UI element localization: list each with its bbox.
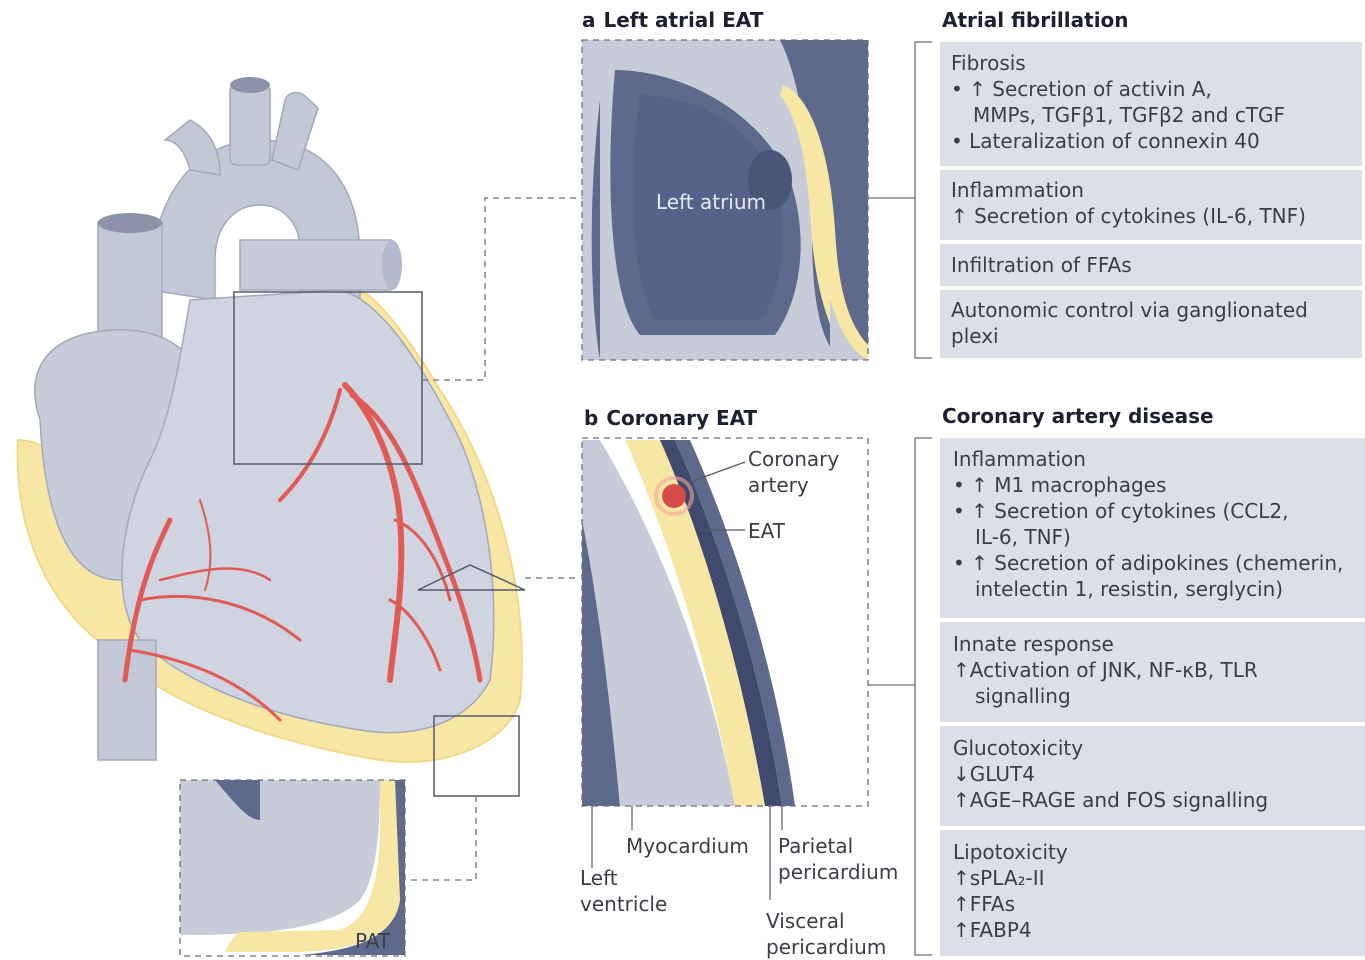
cad-inflammation-line: IL-6, TNF) [953,524,1365,550]
af-box-fibrosis: Fibrosis • ↑ Secretion of activin A, MMP… [940,42,1362,166]
label-visceral-pericardium: Visceral pericardium [766,908,886,960]
label-left-ventricle-line1: Left [580,865,667,891]
cad-innate-line: signalling [953,683,1365,709]
cad-box-glucotoxicity: Glucotoxicity ↓GLUT4 ↑AGE–RAGE and FOS s… [940,726,1365,826]
cad-inflammation-line: • ↑ Secretion of cytokines (CCL2, [953,498,1365,524]
pat-label: PAT [355,928,390,954]
af-fibrosis-title: Fibrosis [951,50,1362,76]
af-box-inflammation: Inflammation ↑ Secretion of cytokines (I… [940,170,1362,240]
panel-a-title-text: Left atrial EAT [604,8,764,32]
af-fibrosis-line: • Lateralization of connexin 40 [951,128,1362,154]
af-autonomic-line: plexi [951,323,1362,349]
af-inflammation-title: Inflammation [951,177,1362,203]
panel-a-letter: a [582,8,596,32]
cad-innate-title: Innate response [953,631,1365,657]
aorta-branch-3 [165,120,220,175]
cad-inflammation-line: • ↑ M1 macrophages [953,472,1365,498]
cad-glucotoxicity-line: ↓GLUT4 [953,761,1365,787]
aorta-branch-1 [230,85,270,165]
af-box-autonomic: Autonomic control via ganglionated plexi [940,290,1362,358]
label-myocardium: Myocardium [626,833,749,859]
panel-b-title-text: Coronary EAT [606,406,757,430]
label-coronary-artery: Coronary artery [748,446,839,498]
cad-inflammation-line: • ↑ Secretion of adipokines (chemerin, [953,550,1365,576]
cad-box-innate: Innate response ↑Activation of JNK, NF-κ… [940,622,1365,722]
cad-lipotoxicity-line: ↑FABP4 [953,917,1365,943]
label-parietal-pericardium: Parietal pericardium [778,833,898,885]
cad-box-inflammation: Inflammation • ↑ M1 macrophages • ↑ Secr… [940,438,1365,618]
af-fibrosis-line: MMPs, TGFβ1, TGFβ2 and cTGF [951,102,1362,128]
label-visceral-line1: Visceral [766,908,886,934]
label-left-ventricle-line2: ventricle [580,891,667,917]
cad-inflammation-line: intelectin 1, resistin, serglycin) [953,576,1365,602]
panel-b-illustration [582,438,868,900]
panel-b-letter: b [584,406,598,430]
cad-heading: Coronary artery disease [942,404,1214,428]
label-coronary-artery-line2: artery [748,472,839,498]
label-eat: EAT [748,518,785,544]
label-left-ventricle: Left ventricle [580,865,667,917]
label-parietal-line2: pericardium [778,859,898,885]
cad-lipotoxicity-line: ↑FFAs [953,891,1365,917]
af-ffas-title: Infiltration of FFAs [951,252,1362,278]
label-parietal-line1: Parietal [778,833,898,859]
af-box-ffas: Infiltration of FFAs [940,244,1362,286]
cad-lipotoxicity-line: ↑sPLA₂-II [953,865,1365,891]
atrial-fibrillation-heading: Atrial fibrillation [942,8,1129,32]
cad-glucotoxicity-line: ↑AGE–RAGE and FOS signalling [953,787,1365,813]
af-autonomic-line: Autonomic control via ganglionated [951,297,1362,323]
brackets [868,42,932,955]
cad-glucotoxicity-title: Glucotoxicity [953,735,1365,761]
cad-box-lipotoxicity: Lipotoxicity ↑sPLA₂-II ↑FFAs ↑FABP4 [940,830,1365,956]
cad-innate-line: ↑Activation of JNK, NF-κB, TLR [953,657,1365,683]
pulmonary-trunk [240,240,398,290]
af-fibrosis-line: • ↑ Secretion of activin A, [951,76,1362,102]
af-inflammation-line: ↑ Secretion of cytokines (IL-6, TNF) [951,203,1362,229]
heart-illustration [18,77,525,796]
label-visceral-line2: pericardium [766,934,886,960]
cad-lipotoxicity-title: Lipotoxicity [953,839,1365,865]
left-atrium-label: Left atrium [656,189,766,215]
panel-b-title: b Coronary EAT [584,406,757,430]
cad-inflammation-title: Inflammation [953,446,1365,472]
label-coronary-artery-line1: Coronary [748,446,839,472]
panel-a-title: a Left atrial EAT [582,8,763,32]
